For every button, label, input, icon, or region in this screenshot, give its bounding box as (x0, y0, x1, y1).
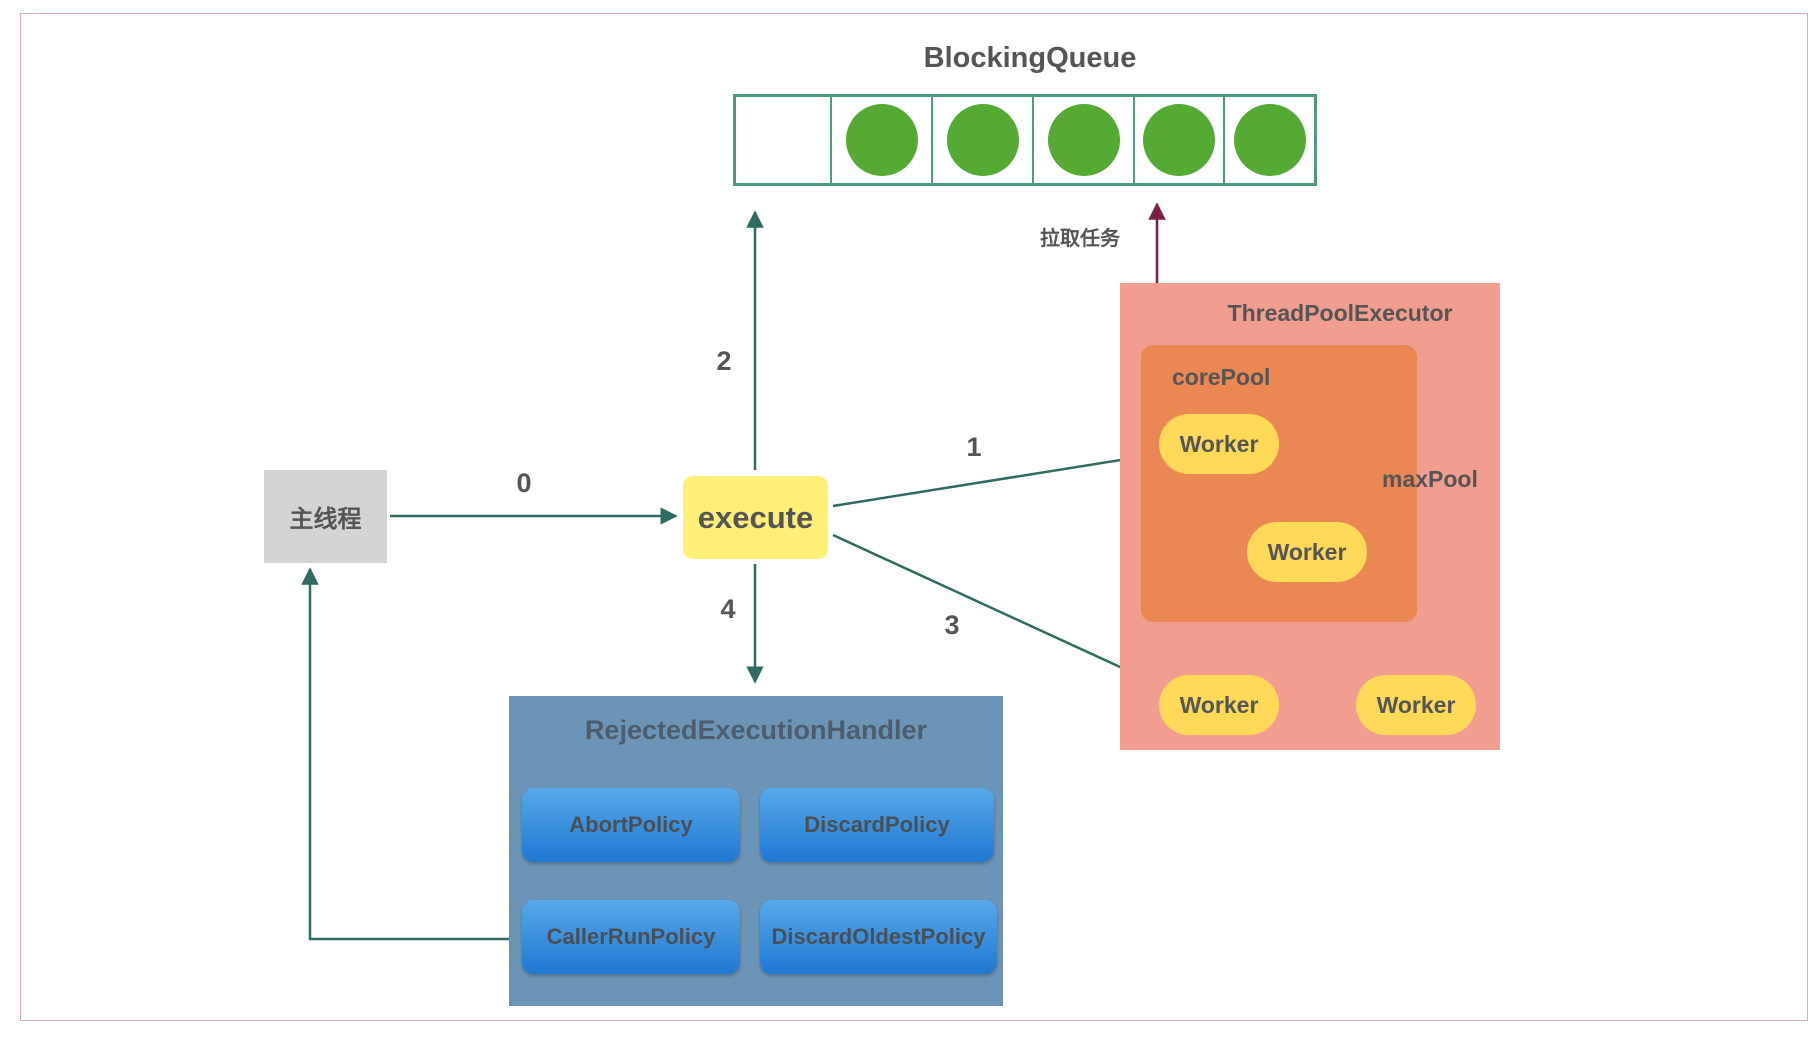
queued-task (946, 104, 1019, 176)
max-pool-label: maxPool (1382, 466, 1478, 492)
main-thread-box: 主线程 (264, 470, 387, 563)
step-label-0: 0 (516, 468, 532, 498)
queue-slot-filled (1034, 97, 1135, 183)
queued-task (845, 104, 918, 176)
thread-pool-executor-title: ThreadPoolExecutor (1227, 300, 1453, 326)
queue-slot-empty (736, 97, 832, 183)
extra-worker: Worker (1159, 675, 1279, 735)
abort-policy: AbortPolicy (522, 788, 740, 862)
core-worker: Worker (1159, 414, 1279, 474)
core-pool-label: corePool (1172, 364, 1271, 390)
queue-slot-filled (1225, 97, 1314, 183)
discard-policy: DiscardPolicy (760, 788, 994, 862)
blocking-queue-title: BlockingQueue (923, 42, 1137, 74)
arrow-step-3 (832, 533, 1159, 686)
arrow-step-1 (832, 447, 1160, 508)
queue-slot-filled (1135, 97, 1225, 183)
queue-slot-filled (933, 97, 1034, 183)
execute-box: execute (683, 476, 828, 559)
extra-worker: Worker (1356, 675, 1476, 735)
queued-task (1143, 104, 1215, 176)
step-label-4: 4 (720, 594, 736, 624)
discard-oldest-policy: DiscardOldestPolicy (760, 900, 997, 974)
caller-run-policy: CallerRunPolicy (522, 900, 740, 974)
rejected-execution-handler-title: RejectedExecutionHandler (584, 715, 928, 745)
queue-slot-filled (832, 97, 933, 183)
pull-task-label: 拉取任务 (1040, 228, 1120, 250)
blocking-queue (733, 94, 1317, 186)
diagram-frame (20, 13, 1808, 1021)
core-worker: Worker (1247, 522, 1367, 582)
step-label-3: 3 (944, 610, 960, 640)
queued-task (1047, 104, 1120, 176)
queued-task (1233, 104, 1306, 176)
step-label-1: 1 (966, 432, 982, 462)
arrow-caller-runs (301, 567, 522, 941)
step-label-2: 2 (716, 346, 732, 376)
